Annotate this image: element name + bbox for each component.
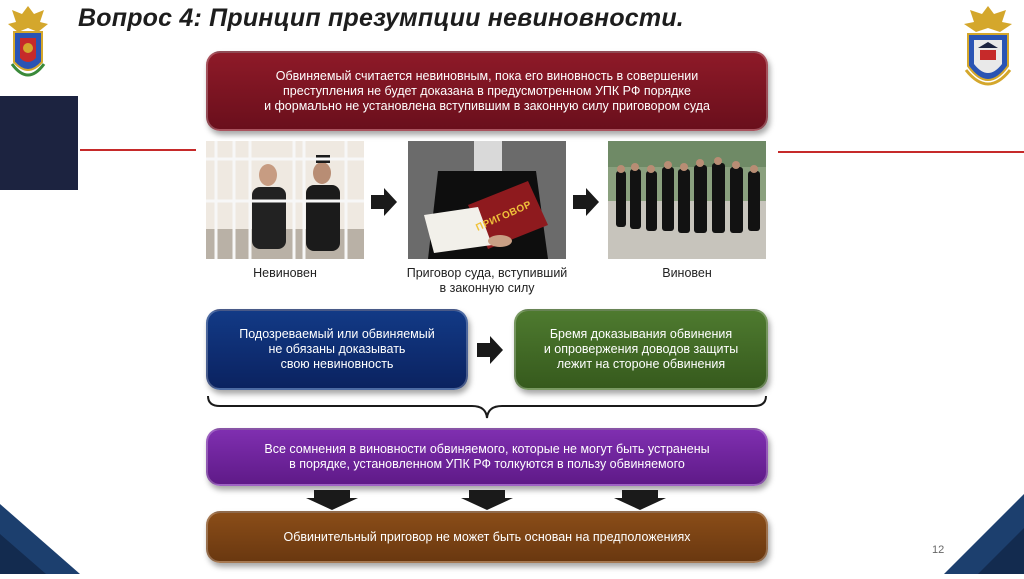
no-duty-to-prove-box: Подозреваемый или обвиняемый не обязаны … [206, 309, 468, 390]
corner-decoration-left [0, 504, 80, 579]
burden-of-proof-box: Бремя доказывания обвинения и опровержен… [514, 309, 768, 390]
photo-guilty [608, 141, 766, 259]
arrow-right-icon [371, 188, 397, 221]
divider-right [778, 151, 1024, 153]
arrow-right-icon [477, 336, 503, 369]
caption-verdict: Приговор суда, вступивший в законную сил… [406, 266, 568, 295]
doubts-box: Все сомнения в виновности обвиняемого, к… [206, 428, 768, 486]
curly-brace [206, 394, 768, 427]
caption-guilty: Виновен [662, 266, 712, 280]
arrow-down-icon [614, 490, 666, 515]
definition-box: Обвиняемый считается невиновным, пока ег… [206, 51, 768, 131]
divider-left [80, 149, 196, 151]
academy-emblem-icon [960, 4, 1016, 90]
photo-verdict: ПРИГОВОР [408, 141, 566, 259]
arrow-right-icon [573, 188, 599, 221]
conclusion-text: Обвинительный приговор не может быть осн… [283, 529, 691, 544]
conclusion-box: Обвинительный приговор не может быть осн… [206, 511, 768, 563]
definition-text: Обвиняемый считается невиновным, пока ег… [264, 68, 710, 113]
caption-innocent: Невиновен [253, 266, 317, 280]
corner-decoration-right [944, 494, 1024, 579]
photo-innocent [206, 141, 364, 259]
page-number: 12 [932, 544, 945, 556]
doubts-text: Все сомнения в виновности обвиняемого, к… [264, 442, 710, 471]
arrow-down-icon [461, 490, 513, 515]
burden-of-proof-text: Бремя доказывания обвинения и опровержен… [543, 327, 739, 371]
navy-accent-block [0, 96, 78, 190]
no-duty-to-prove-text: Подозреваемый или обвиняемый не обязаны … [239, 327, 435, 371]
police-eagle-emblem-icon [4, 2, 52, 88]
page-title: Вопрос 4: Принцип презумпции невиновност… [78, 4, 684, 32]
arrow-down-icon [306, 490, 358, 515]
